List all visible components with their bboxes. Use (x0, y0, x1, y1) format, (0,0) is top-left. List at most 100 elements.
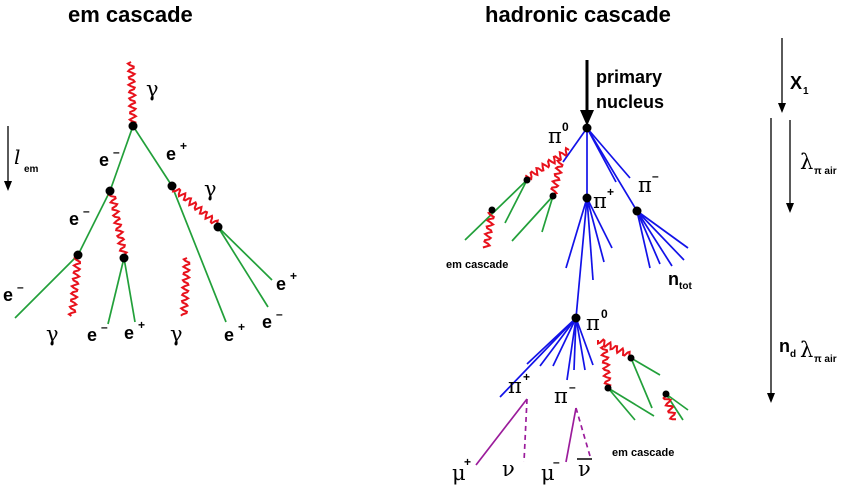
primary-vertex (582, 123, 592, 133)
pi-plus-label: π+ (508, 370, 530, 398)
svg-text:–: – (276, 307, 283, 321)
svg-text:π: π (554, 384, 568, 408)
hadron-track (586, 197, 613, 249)
svg-text:π: π (586, 311, 600, 335)
svg-text:e: e (166, 144, 176, 164)
photon-wave (550, 159, 564, 195)
antineutrino-track (575, 407, 591, 457)
em-e-plus-label: e+ (224, 320, 245, 345)
pi-minus-label: π– (638, 169, 659, 197)
svg-text:π: π (508, 374, 522, 398)
em-track (217, 226, 269, 308)
em-gamma-label: γ (146, 77, 159, 101)
svg-text:λ: λ (800, 338, 813, 362)
em-e-minus-label: e– (99, 145, 120, 170)
hadron-track (586, 197, 594, 281)
em-e-plus-label: e+ (124, 318, 145, 343)
hadron-track (562, 127, 588, 163)
hadronic-em-tracks (464, 179, 689, 421)
em-e-minus-label: e– (3, 280, 24, 305)
hadronic-cascade-panel: hadronic cascade primary nucleus (446, 2, 692, 485)
em-track (77, 190, 111, 256)
em-track (464, 179, 528, 241)
hadron-track (499, 317, 577, 398)
em-gamma-label: γ (46, 322, 59, 346)
em-track (630, 357, 661, 376)
em-vertex (167, 181, 177, 191)
hadron-track (565, 197, 588, 269)
svg-text:–: – (83, 204, 90, 218)
svg-text:+: + (607, 185, 614, 199)
pi-minus-label: π– (554, 380, 576, 408)
antineutrino-label: ν (577, 457, 592, 481)
hadron-track (566, 317, 577, 381)
em-e-minus-label: e– (87, 320, 108, 345)
hadronic-cascade-title: hadronic cascade (485, 2, 671, 27)
photon-wave (662, 395, 677, 421)
em-track (665, 393, 689, 411)
pion-zero-vertex (571, 313, 581, 323)
svg-text:μ: μ (541, 461, 555, 485)
svg-text:0: 0 (601, 307, 608, 321)
em-track (541, 195, 554, 233)
svg-text:e: e (224, 325, 234, 345)
em-cascade-label-lower: em cascade (612, 447, 674, 459)
svg-text:e: e (124, 323, 134, 343)
hadron-track (636, 210, 651, 269)
photon-wave (67, 256, 82, 317)
muon-plus-track (475, 398, 528, 466)
photon-wave (126, 61, 138, 124)
svg-text:–: – (569, 380, 576, 394)
pion-plus-vertex (582, 193, 592, 203)
em-track (630, 357, 653, 409)
svg-text:–: – (113, 145, 120, 159)
hadron-track (539, 317, 577, 367)
hadron-track (575, 317, 586, 371)
pi-plus-label: π+ (593, 185, 614, 213)
em-track (607, 387, 636, 421)
em-vertices (73, 121, 223, 263)
hadron-track (636, 210, 673, 267)
svg-text:e: e (87, 325, 97, 345)
lepton-tracks (475, 398, 591, 466)
svg-text:X: X (790, 73, 802, 93)
svg-text:π air: π air (814, 166, 837, 177)
em-track (511, 195, 554, 242)
em-track (14, 254, 79, 319)
svg-text:–: – (652, 169, 659, 183)
svg-text:e: e (3, 285, 13, 305)
em-cascade-panel: em cascade l em γ e (3, 2, 297, 346)
em-vertex (128, 121, 138, 131)
photon-wave (599, 345, 612, 387)
hadron-track (636, 210, 661, 265)
em-track (132, 125, 173, 187)
em-track (607, 387, 655, 417)
svg-text:+: + (464, 455, 471, 469)
hadron-track (575, 317, 594, 366)
svg-text:n: n (668, 269, 679, 289)
nucleus-label: nucleus (596, 92, 664, 112)
muon-minus-label: μ– (541, 455, 560, 485)
em-vertex (488, 206, 496, 214)
svg-text:μ: μ (452, 461, 466, 485)
svg-text:π: π (638, 173, 652, 197)
hadron-track (586, 197, 605, 263)
hadron-track (636, 210, 689, 249)
em-electron-tracks (14, 125, 273, 325)
em-vertex (627, 354, 635, 362)
em-gamma-label: γ (170, 322, 183, 346)
svg-text:e: e (99, 150, 109, 170)
em-track (109, 125, 134, 192)
hadron-track (636, 210, 685, 261)
em-gamma-label: γ (204, 177, 217, 201)
em-vertex (549, 192, 557, 200)
hadron-track (575, 197, 588, 319)
em-track (217, 226, 273, 281)
em-track (123, 257, 136, 323)
em-photons (67, 61, 220, 317)
